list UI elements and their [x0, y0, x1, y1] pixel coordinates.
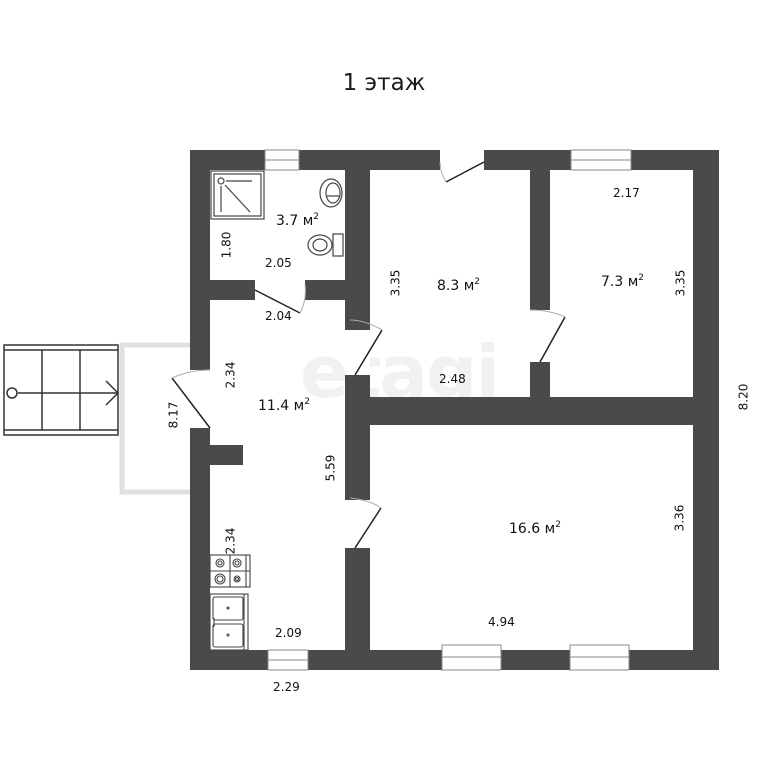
- stairs-icon: [3, 344, 120, 436]
- floor-title: 1 этаж: [342, 70, 426, 96]
- stove-icon: [209, 554, 251, 588]
- area-hall-kitchen: 11.4 м2: [258, 397, 310, 414]
- area-room-7-3: 7.3 м2: [601, 273, 645, 290]
- sink-icon: [319, 178, 343, 208]
- dim-room-7-3-width: 2.17: [613, 186, 640, 200]
- door-top-8-3: [445, 161, 485, 183]
- toilet-icon: [307, 233, 344, 257]
- area-room-16-6: 16.6 м2: [509, 520, 561, 537]
- dim-room-8-3-width: 2.48: [439, 372, 466, 386]
- doors: [171, 149, 566, 549]
- dim-room-7-3-height: 3.35: [673, 269, 688, 297]
- door-8-3: [354, 329, 383, 376]
- shower-icon: [210, 170, 265, 220]
- dim-outer-height: 8.20: [736, 383, 751, 411]
- area-bathroom: 3.7 м2: [276, 212, 320, 229]
- dim-outer-bottom: 2.29: [273, 680, 300, 694]
- dim-kitchen-left: 2.34: [223, 527, 238, 555]
- dim-hall-left: 2.34: [223, 361, 238, 389]
- dim-room-8-3-height: 3.35: [388, 269, 403, 297]
- door-7-3: [539, 316, 566, 363]
- dim-kitchen-bottom: 2.09: [275, 626, 302, 640]
- dim-room-16-6-width: 4.94: [488, 615, 515, 629]
- dim-bathroom-height: 1.80: [219, 231, 234, 259]
- dim-bathroom-width: 2.05: [265, 256, 292, 270]
- door-bathroom: [254, 289, 301, 314]
- area-room-8-3: 8.3 м2: [437, 277, 481, 294]
- door-entrance: [171, 377, 211, 429]
- double-sink-icon: [209, 593, 249, 651]
- porch: [119, 342, 190, 495]
- dim-hall-top: 2.04: [265, 309, 292, 323]
- door-16-6: [354, 507, 382, 549]
- dim-hall-right: 5.59: [323, 454, 338, 482]
- windows: [264, 149, 632, 671]
- dim-porch: 8.17: [166, 401, 181, 429]
- dim-room-16-6-height: 3.36: [672, 504, 687, 532]
